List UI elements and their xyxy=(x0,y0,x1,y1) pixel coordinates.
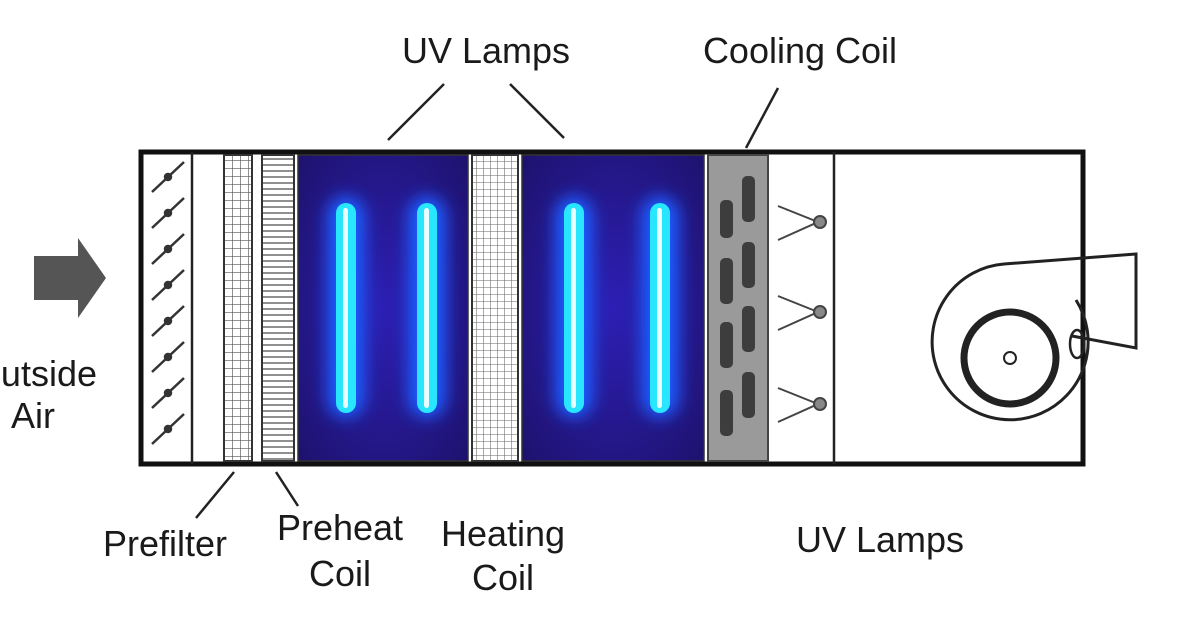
label-heating-coil-line1: Heating xyxy=(441,513,565,554)
spray-nozzle-section xyxy=(777,152,836,464)
uv-chamber-1 xyxy=(297,154,469,462)
uv-chamber-2 xyxy=(521,154,705,462)
leader-lines xyxy=(195,83,780,519)
label-uv-lamps-top: UV Lamps xyxy=(402,30,570,71)
damper-section xyxy=(151,152,194,464)
label-outside-air-line1: utside xyxy=(1,353,97,394)
label-preheat-coil-line1: Preheat xyxy=(277,507,403,548)
preheat-coil-element xyxy=(261,154,295,462)
heating-coil-element xyxy=(471,154,519,462)
label-cooling-coil: Cooling Coil xyxy=(703,30,897,71)
cooling-coil-element xyxy=(707,154,769,462)
prefilter-element xyxy=(223,154,253,462)
uv-lamp-icon xyxy=(555,196,593,418)
label-outside-air-line2: Air xyxy=(11,395,55,436)
air-flow-arrow-icon xyxy=(34,238,106,318)
uv-lamp-icon xyxy=(408,196,446,418)
label-heating-coil-line2: Coil xyxy=(472,557,534,598)
spray-nozzle-icon xyxy=(777,295,827,331)
damper-icon xyxy=(151,161,185,445)
centrifugal-fan-icon xyxy=(930,252,1138,422)
spray-nozzle-icon xyxy=(777,387,827,423)
spray-nozzle-icon xyxy=(777,205,827,241)
label-uv-lamps-bottom: UV Lamps xyxy=(796,519,964,560)
label-prefilter: Prefilter xyxy=(103,523,227,564)
uv-lamp-icon xyxy=(641,196,679,418)
label-preheat-coil-line2: Coil xyxy=(309,553,371,594)
uv-lamp-icon xyxy=(327,196,365,418)
